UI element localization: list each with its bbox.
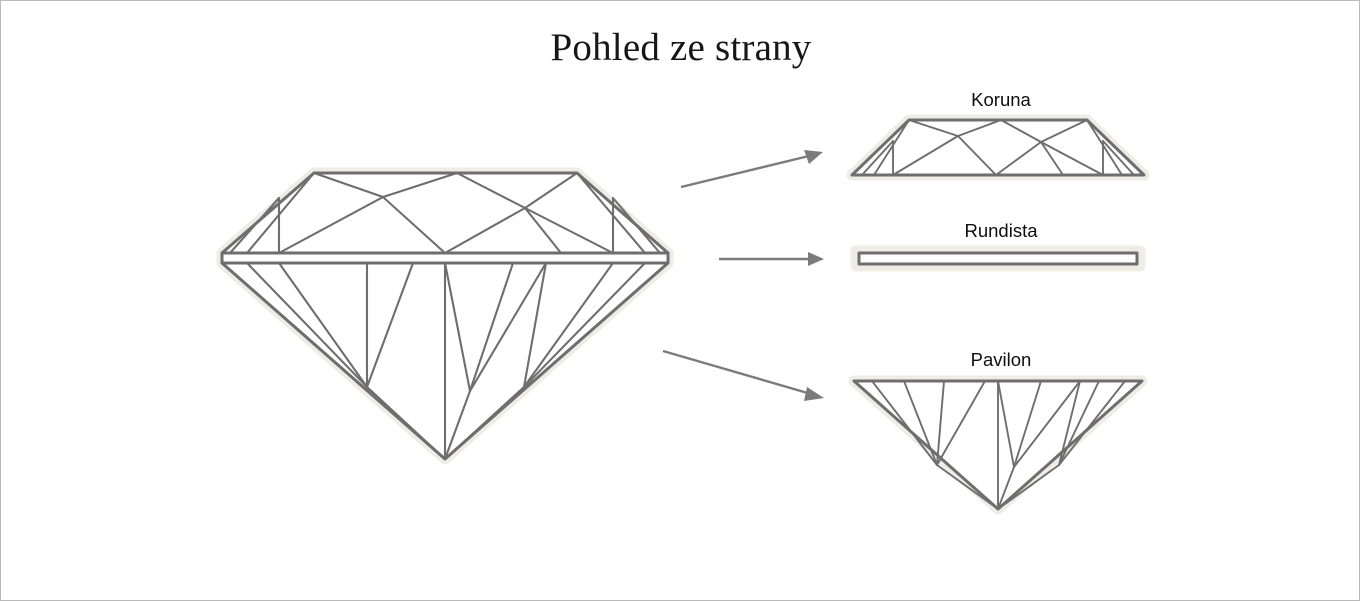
label-rundista: Rundista (964, 220, 1038, 241)
callout-arrow-rundista (719, 252, 824, 266)
page-title: Pohled ze strany (550, 26, 812, 69)
callout-arrow-pavilon (662, 349, 824, 401)
label-koruna: Koruna (971, 89, 1031, 110)
main-gem-pavilion (220, 261, 670, 461)
label-pavilon: Pavilon (970, 349, 1032, 370)
detail-rundista (850, 245, 1146, 272)
callout-arrow-koruna (680, 150, 823, 189)
main-gem-crown (220, 171, 670, 255)
detail-koruna (846, 114, 1150, 181)
detail-pavilon (848, 375, 1148, 515)
